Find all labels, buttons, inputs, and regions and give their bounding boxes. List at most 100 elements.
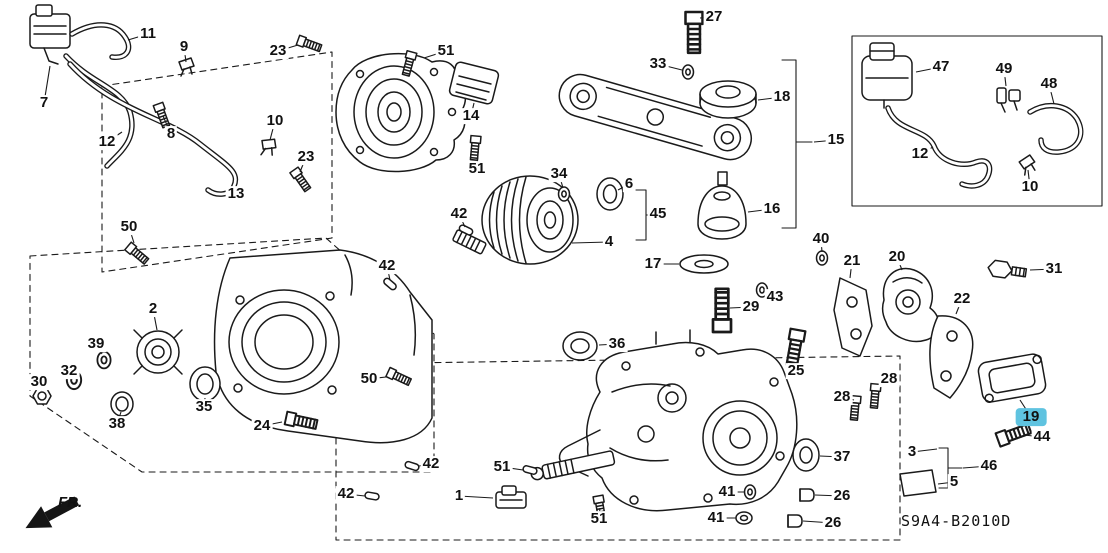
callout-27[interactable]: 27 — [703, 8, 725, 26]
breather-hose-upper — [69, 22, 132, 60]
diagram-code: S9A4-B2010D — [901, 512, 1012, 530]
callout-21[interactable]: 21 — [841, 252, 863, 270]
callout-42[interactable]: 42 — [448, 205, 470, 223]
mount-bracket-19 — [977, 353, 1047, 404]
hose-48 — [1027, 102, 1084, 155]
callout-44[interactable]: 44 — [1031, 428, 1053, 446]
callout-40[interactable]: 40 — [810, 230, 832, 248]
callout-49[interactable]: 49 — [993, 60, 1015, 78]
callout-36[interactable]: 36 — [606, 335, 628, 353]
joint-1 — [495, 485, 527, 509]
callout-28[interactable]: 28 — [831, 388, 853, 406]
callout-23[interactable]: 23 — [267, 42, 289, 60]
callout-6[interactable]: 6 — [622, 175, 636, 193]
callout-19-highlighted[interactable]: 19 — [1015, 408, 1047, 426]
callout-12[interactable]: 12 — [96, 133, 118, 151]
callout-10[interactable]: 10 — [264, 112, 286, 130]
callout-51[interactable]: 51 — [588, 510, 610, 528]
oil-seal-36 — [562, 331, 598, 361]
hose-assembly-box — [851, 35, 1103, 207]
callout-22[interactable]: 22 — [951, 290, 973, 308]
callout-46[interactable]: 46 — [978, 457, 1000, 475]
callout-5[interactable]: 5 — [947, 473, 961, 491]
callout-3[interactable]: 3 — [905, 443, 919, 461]
callout-42[interactable]: 42 — [335, 485, 357, 503]
callout-7[interactable]: 7 — [37, 94, 51, 112]
callout-50[interactable]: 50 — [118, 218, 140, 236]
clutch-pack — [452, 175, 579, 265]
callout-13[interactable]: 13 — [225, 185, 247, 203]
callout-31[interactable]: 31 — [1043, 260, 1065, 278]
callout-26[interactable]: 26 — [822, 514, 844, 532]
callout-28[interactable]: 28 — [878, 370, 900, 388]
callout-45[interactable]: 45 — [647, 205, 669, 223]
callout-12[interactable]: 12 — [909, 145, 931, 163]
lower-mount-16 — [697, 171, 747, 240]
callout-17[interactable]: 17 — [642, 255, 664, 273]
callout-41[interactable]: 41 — [716, 483, 738, 501]
callout-14[interactable]: 14 — [460, 107, 482, 125]
vent-chamber — [29, 4, 71, 65]
companion-flange-2 — [133, 329, 183, 375]
callout-38[interactable]: 38 — [106, 415, 128, 433]
callout-43[interactable]: 43 — [764, 288, 786, 306]
callout-42[interactable]: 42 — [420, 455, 442, 473]
callout-42[interactable]: 42 — [376, 257, 398, 275]
callout-32[interactable]: 32 — [58, 362, 80, 380]
callout-2[interactable]: 2 — [146, 300, 160, 318]
callout-41[interactable]: 41 — [705, 509, 727, 527]
rear-carrier-assembly — [558, 329, 798, 512]
callout-34[interactable]: 34 — [548, 165, 570, 183]
output-shaft-51 — [530, 450, 616, 481]
washer-17 — [679, 254, 729, 274]
callout-29[interactable]: 29 — [740, 298, 762, 316]
ring-38 — [110, 391, 134, 417]
differential-housing-front — [213, 249, 433, 444]
callout-47[interactable]: 47 — [930, 58, 952, 76]
side-bracket-21 — [833, 277, 873, 357]
callout-51[interactable]: 51 — [435, 42, 457, 60]
callout-10[interactable]: 10 — [1019, 178, 1041, 196]
callout-51[interactable]: 51 — [491, 458, 513, 476]
upper-mount-18 — [699, 80, 757, 119]
collar-6 — [596, 177, 624, 211]
callout-18[interactable]: 18 — [771, 88, 793, 106]
callout-51[interactable]: 51 — [466, 160, 488, 178]
mount-bracket-arm — [558, 73, 753, 161]
callout-8[interactable]: 8 — [164, 125, 178, 143]
callout-30[interactable]: 30 — [28, 373, 50, 391]
callout-39[interactable]: 39 — [85, 335, 107, 353]
front-cover-housing — [335, 52, 467, 173]
callout-20[interactable]: 20 — [886, 248, 908, 266]
callout-15[interactable]: 15 — [825, 131, 847, 149]
callout-4[interactable]: 4 — [602, 233, 616, 251]
callout-brackets — [635, 59, 963, 489]
side-bracket-22 — [929, 315, 974, 399]
callout-33[interactable]: 33 — [647, 55, 669, 73]
breather-hose-left — [63, 53, 135, 169]
oil-seal-37 — [792, 438, 820, 472]
callout-25[interactable]: 25 — [785, 362, 807, 380]
callout-48[interactable]: 48 — [1038, 75, 1060, 93]
reserve-tank-47 — [861, 42, 913, 109]
callout-23[interactable]: 23 — [295, 148, 317, 166]
callout-37[interactable]: 37 — [831, 448, 853, 466]
hose-clip-49 — [996, 87, 1021, 113]
caution-plate-5 — [899, 469, 937, 497]
callout-1[interactable]: 1 — [452, 487, 466, 505]
fr-direction-label: FR. — [58, 494, 83, 511]
callout-16[interactable]: 16 — [761, 200, 783, 218]
callout-9[interactable]: 9 — [177, 38, 191, 56]
callout-35[interactable]: 35 — [193, 398, 215, 416]
callout-24[interactable]: 24 — [251, 417, 273, 435]
sensor-bolt-31 — [987, 259, 1028, 279]
callout-50[interactable]: 50 — [358, 370, 380, 388]
fr-arrow — [25, 496, 80, 529]
breather-cover-plate — [448, 61, 500, 105]
breather-hose-right — [885, 105, 993, 189]
callout-11[interactable]: 11 — [138, 25, 158, 43]
callout-26[interactable]: 26 — [831, 487, 853, 505]
